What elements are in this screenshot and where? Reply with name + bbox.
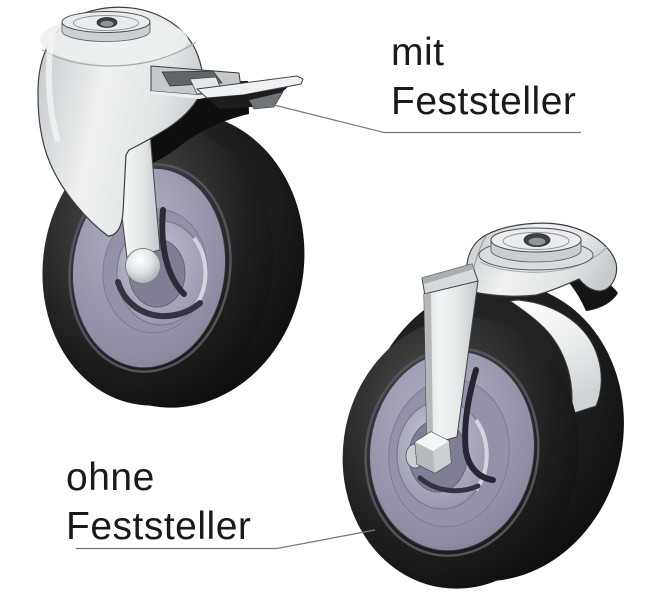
bolt-hole-boss-step — [502, 232, 570, 250]
swivel-head-rim-line — [41, 41, 197, 67]
label-ohne-line1: ohne — [66, 456, 155, 499]
caster-without-brake-illustration — [342, 222, 624, 589]
fork-leg-left-facet — [424, 293, 433, 445]
leader-line-with-brake — [265, 102, 581, 134]
fork-top-plate-edge — [151, 88, 241, 99]
label-mit-feststeller: mit Feststeller — [391, 28, 576, 126]
bearing-boss-highlight — [474, 418, 489, 492]
axle-dome-bolt — [125, 248, 161, 284]
label-ohne-line2: Feststeller — [66, 505, 252, 548]
swivel-head-left-highlight — [45, 31, 61, 143]
swivel-head-body — [37, 6, 204, 237]
boss-bottom-shadow — [417, 475, 481, 494]
fork-flange-top-facet — [422, 264, 474, 284]
label-mit-line1: mit — [391, 31, 445, 74]
leader-line-without-brake — [76, 529, 376, 550]
caster-with-brake-illustration — [37, 6, 305, 408]
bolt-hole-interior — [100, 20, 114, 27]
swivel-head-rim-line — [479, 246, 608, 273]
label-mit-line2: Feststeller — [391, 80, 577, 123]
hex-nut-left-facet — [415, 442, 435, 473]
tire-inner-ring — [68, 163, 232, 373]
bolt-hole-boss-step — [73, 15, 139, 31]
fork-gap-shading-right — [159, 207, 187, 297]
fork-gap-shading-right — [462, 367, 496, 483]
hex-nut-right-facet — [433, 441, 451, 473]
label-ohne-feststeller: ohne Feststeller — [66, 453, 251, 551]
bolt-hole-interior — [528, 237, 546, 246]
fork-gap-shading-bottom — [115, 279, 203, 320]
